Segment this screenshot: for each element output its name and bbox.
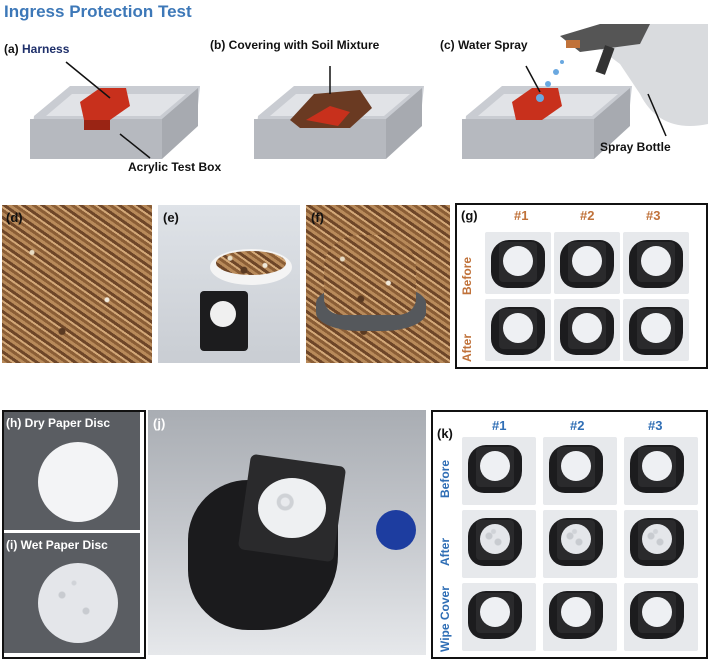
harness-red-a <box>80 88 130 120</box>
label-spray-bottle: Spray Bottle <box>600 140 671 154</box>
k-cell-wipe-2 <box>543 583 617 651</box>
photo-h-dry <box>4 412 140 530</box>
k-cell-before-1 <box>462 437 536 505</box>
label-j: (j) <box>153 416 166 431</box>
illustration-row <box>30 24 708 159</box>
g-cell-before-3 <box>623 232 689 294</box>
spray-bottle <box>560 24 708 126</box>
photo-j-wet-harness <box>148 410 426 655</box>
acrylic-box-b <box>254 86 424 159</box>
label-f: (f) <box>311 210 324 225</box>
g-cell-before-1 <box>485 232 551 294</box>
g-cell-after-2 <box>554 299 620 361</box>
g-col-1: #1 <box>514 208 529 223</box>
photo-i-wet <box>4 533 140 653</box>
k-cell-after-3 <box>624 510 698 578</box>
g-cell-after-1 <box>485 299 551 361</box>
label-acrylic-box: Acrylic Test Box <box>128 160 222 174</box>
g-col-2: #2 <box>580 208 595 223</box>
k-row-before: Before <box>438 459 452 498</box>
k-cell-wipe-1 <box>462 583 536 651</box>
acrylic-box-c <box>462 60 632 159</box>
acrylic-box-a <box>30 86 200 159</box>
photo-f-covered-harness <box>306 205 450 363</box>
k-row-after: After <box>438 537 452 566</box>
g-row-after: After <box>460 333 474 362</box>
label-g: (g) <box>461 208 478 223</box>
k-row-wipe-cover: Wipe Cover <box>438 586 452 652</box>
k-cell-after-1 <box>462 510 536 578</box>
k-cell-wipe-3 <box>624 583 698 651</box>
g-row-before: Before <box>460 256 474 295</box>
panel-k-frame <box>431 410 708 659</box>
k-col-1: #1 <box>492 418 507 433</box>
k-cell-after-2 <box>543 510 617 578</box>
k-cell-before-3 <box>624 437 698 505</box>
panel-g-frame <box>455 203 708 369</box>
label-k: (k) <box>437 426 453 441</box>
label-i: (i) Wet Paper Disc <box>6 538 108 552</box>
label-h: (h) Dry Paper Disc <box>6 416 111 430</box>
label-d: (d) <box>6 210 23 225</box>
label-c: (c) Water Spray <box>440 38 528 52</box>
k-cell-before-2 <box>543 437 617 505</box>
label-e: (e) <box>163 210 179 225</box>
label-b: (b) Covering with Soil Mixture <box>210 38 380 52</box>
g-cell-after-3 <box>623 299 689 361</box>
label-a: (a) Harness <box>4 42 70 56</box>
k-col-3: #3 <box>648 418 663 433</box>
g-cell-before-2 <box>554 232 620 294</box>
photo-d-soil <box>2 205 152 363</box>
panel-hi-frame <box>2 410 146 659</box>
figure-title: Ingress Protection Test <box>4 2 192 21</box>
photo-e-box <box>158 205 300 363</box>
g-col-3: #3 <box>646 208 661 223</box>
k-col-2: #2 <box>570 418 585 433</box>
